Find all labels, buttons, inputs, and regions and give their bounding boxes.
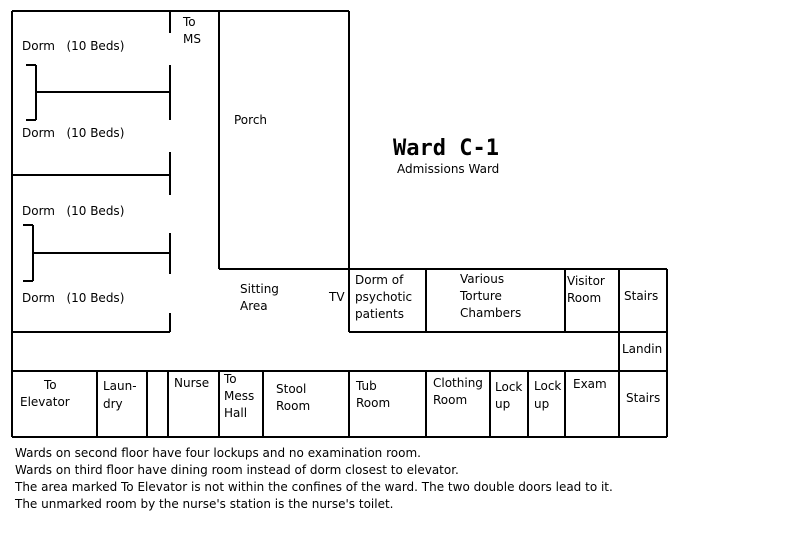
tub-room-label: Tub Room xyxy=(355,379,390,410)
plan-title: Ward C-1 xyxy=(393,136,499,161)
laundry-label: Laun- dry xyxy=(103,379,140,411)
clothing-room-label: Clothing Room xyxy=(433,376,487,407)
stairs-label: Stairs xyxy=(626,391,660,405)
torture-chambers-label: Various Torture Chambers xyxy=(459,272,521,320)
stairs-label: Stairs xyxy=(624,289,658,303)
dorm-label: Dorm (10 Beds) xyxy=(22,204,124,218)
stool-room-label: Stool Room xyxy=(276,382,310,413)
dorm-label: Dorm (10 Beds) xyxy=(22,39,124,53)
to-elevator-label: To Elevator xyxy=(20,378,70,409)
lockup-label: Lock up xyxy=(534,379,565,411)
to-mess-hall-label: To Mess Hall xyxy=(223,372,258,420)
note-line: Wards on second floor have four lockups … xyxy=(15,446,421,460)
plan-subtitle: Admissions Ward xyxy=(397,162,499,176)
room-labels: To MS Dorm (10 Beds) Dorm (10 Beds) Dorm… xyxy=(20,15,662,420)
to-ms-label: To MS xyxy=(182,15,201,46)
visitor-room-label: Visitor Room xyxy=(567,274,609,305)
nurse-label: Nurse xyxy=(174,376,209,390)
walls xyxy=(11,10,668,438)
note-line: The area marked To Elevator is not withi… xyxy=(14,480,613,494)
porch-label: Porch xyxy=(234,113,267,127)
dorm-psychotic-label: Dorm of psychotic patients xyxy=(355,273,416,321)
exam-label: Exam xyxy=(573,377,607,391)
heading: Ward C-1 Admissions Ward xyxy=(393,136,499,176)
lockup-label: Lock up xyxy=(495,380,526,411)
sitting-area-label: Sitting Area xyxy=(240,282,283,313)
dorm-label: Dorm (10 Beds) xyxy=(22,126,124,140)
dorm-label: Dorm (10 Beds) xyxy=(22,291,124,305)
note-line: Wards on third floor have dining room in… xyxy=(15,463,459,477)
notes: Wards on second floor have four lockups … xyxy=(14,446,613,511)
tv-label: TV xyxy=(328,290,345,304)
note-line: The unmarked room by the nurse's station… xyxy=(14,497,393,511)
landing-label: Landin xyxy=(622,342,662,356)
